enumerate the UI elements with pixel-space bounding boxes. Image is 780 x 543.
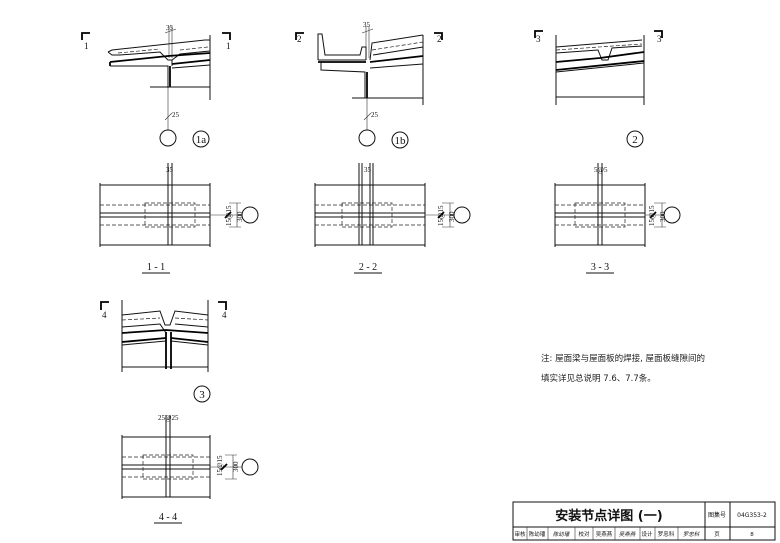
section-mark-left-label: 4 bbox=[102, 310, 107, 320]
dim-length: 300 bbox=[448, 211, 456, 222]
detail-label: 1a bbox=[196, 134, 207, 146]
plan-2-2-beam-lines bbox=[358, 163, 374, 245]
dim-weld: 15@15 bbox=[216, 455, 224, 476]
plan-4-4-weld-symbol-circle bbox=[241, 458, 259, 476]
dim-bottom: 25 bbox=[371, 111, 379, 119]
plan-4-4-beam-lines bbox=[165, 415, 171, 497]
section-mark-left bbox=[81, 32, 90, 40]
dim-length: 300 bbox=[659, 211, 667, 222]
section-mark-left bbox=[100, 301, 109, 310]
section-mark-right-label: 4 bbox=[222, 310, 227, 320]
plan-1-1-seam bbox=[100, 212, 210, 218]
detail-label-circle bbox=[192, 130, 210, 148]
plan-3-3-outline bbox=[554, 183, 646, 247]
detail-1b: 2 2 35 25 1b bbox=[295, 21, 443, 149]
atlas-number: 04G353-2 bbox=[737, 512, 767, 519]
page-label: 页 bbox=[714, 531, 720, 538]
plan-3-3-hidden-lines bbox=[555, 204, 645, 226]
plan-2-2-dimension-lines bbox=[425, 202, 454, 228]
section-mark-left-label: 1 bbox=[84, 41, 89, 51]
plan-2-2-weld-symbol-circle bbox=[453, 206, 471, 224]
dim-bottom: 25 bbox=[172, 111, 180, 119]
dim-length: 300 bbox=[236, 211, 244, 222]
detail-1a: 1 1 35 25 1a bbox=[81, 24, 231, 148]
plan-3-3-weld-arrow bbox=[649, 211, 657, 219]
dim-length: 300 bbox=[232, 461, 240, 472]
designer-name: 罗忠科 bbox=[658, 530, 675, 538]
section-mark-right bbox=[654, 30, 663, 38]
note-line-2: 填实详见总说明 7.6、7.7条。 bbox=[541, 373, 656, 384]
dim-top: 35 bbox=[364, 166, 372, 174]
reviewer-signature: 陈幼璠 bbox=[553, 531, 571, 538]
detail-label-circle bbox=[391, 131, 409, 149]
check-label: 校对 bbox=[578, 530, 590, 538]
plan-title: 1 - 1 bbox=[147, 262, 165, 273]
plan-1-1-labels: 35 15@15 300 1 - 1 bbox=[142, 166, 244, 274]
page-number: 8 bbox=[750, 532, 754, 538]
plan-3-3-weld-symbol-circle bbox=[663, 206, 681, 224]
designer-signature: 罗忠科 bbox=[683, 531, 700, 538]
dim-top: 5@5 bbox=[594, 166, 608, 174]
section-mark-right bbox=[434, 32, 443, 40]
note-line-1: 注: 屋面梁与屋面板的焊接, 屋面板缝隙间的 bbox=[541, 353, 705, 364]
checker-name: 吴燕燕 bbox=[596, 530, 613, 538]
plan-2-2-labels: 35 15@15 300 2 - 2 bbox=[354, 166, 456, 274]
drawing-title: 安装节点详图 (一) bbox=[555, 508, 662, 524]
weld-symbol-circle bbox=[358, 129, 376, 147]
plan-title: 3 - 3 bbox=[591, 262, 609, 273]
dim-weld: 15@15 bbox=[648, 205, 656, 226]
plan-1-1-dimension-lines bbox=[210, 202, 242, 228]
section-mark-right-label: 3 bbox=[657, 34, 662, 44]
detail-2: 3 3 2 bbox=[534, 30, 663, 148]
plan-4-4-weld-arrow bbox=[220, 463, 228, 471]
section-mark-left-label: 3 bbox=[536, 34, 541, 44]
plan-3-3-dimension-lines bbox=[645, 202, 666, 228]
section-mark-left-label: 2 bbox=[297, 34, 302, 44]
plan-3-3-labels: 5@5 15@15 300 3 - 3 bbox=[586, 166, 667, 274]
plan-1-1-weld-plate bbox=[144, 202, 196, 228]
plan-views bbox=[99, 163, 681, 499]
section-mark-right-label: 1 bbox=[226, 41, 231, 51]
plan-1-1-weld-symbol-circle bbox=[241, 206, 259, 224]
review-label: 审核 bbox=[514, 530, 526, 538]
plan-title: 4 - 4 bbox=[159, 512, 177, 523]
section-mark-right bbox=[218, 301, 227, 310]
dim-top: 35 bbox=[166, 166, 174, 174]
detail-label: 3 bbox=[199, 389, 205, 401]
plan-1-1-beam-lines bbox=[167, 163, 173, 245]
title-block: 安装节点详图 (一) 图集号 04G353-2 审核 陈幼璠 陈幼璠 校对 吴燕… bbox=[512, 501, 776, 541]
dim-top: 35 bbox=[363, 21, 371, 29]
plan-4-4-labels: 25@25 15@15 300 4 - 4 bbox=[154, 414, 240, 524]
plan-2-2-weld-plate bbox=[341, 202, 393, 228]
plan-3-3-beam-lines bbox=[597, 163, 603, 245]
plan-title: 2 - 2 bbox=[359, 262, 377, 273]
plan-4-4-dimension-lines bbox=[210, 454, 242, 480]
plan-3-3-weld-plate bbox=[574, 202, 626, 228]
plan-4-4-weld-plate bbox=[142, 454, 194, 480]
plan-3-3-seam bbox=[555, 212, 645, 218]
plan-1-1-hidden-lines bbox=[100, 204, 210, 226]
dim-top: 25@25 bbox=[158, 414, 179, 422]
detail-label-circle bbox=[193, 385, 211, 403]
atlas-label: 图集号 bbox=[708, 511, 726, 519]
dim-top: 35 bbox=[166, 24, 174, 32]
dim-weld: 15@15 bbox=[225, 205, 233, 226]
checker-signature: 吴燕燕 bbox=[619, 531, 637, 538]
detail-label: 1b bbox=[395, 135, 407, 147]
plan-1-1-outline bbox=[99, 183, 211, 247]
section-mark-right-label: 2 bbox=[437, 34, 442, 44]
section-mark-left bbox=[534, 30, 543, 38]
section-mark-left bbox=[295, 32, 304, 40]
reviewer-name: 陈幼璠 bbox=[529, 530, 546, 538]
dim-weld: 15@15 bbox=[437, 205, 445, 226]
detail-label-circle bbox=[626, 130, 644, 148]
detail-label: 2 bbox=[632, 134, 638, 146]
plan-2-2-weld-arrow bbox=[437, 211, 445, 219]
plan-1-1-weld-arrow bbox=[224, 211, 232, 219]
detail-3: 4 4 3 bbox=[100, 300, 227, 403]
design-label: 设计 bbox=[641, 530, 653, 538]
weld-symbol-circle bbox=[159, 129, 177, 147]
section-mark-right bbox=[222, 32, 231, 40]
